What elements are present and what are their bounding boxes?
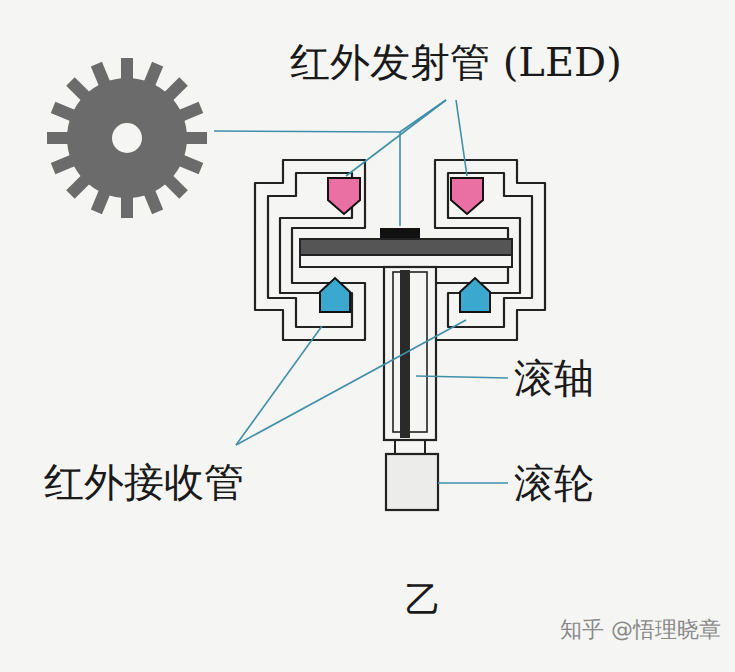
part-label: 滚轮	[514, 461, 594, 505]
led-left	[328, 178, 360, 214]
gear-hole	[112, 123, 142, 153]
roller	[386, 454, 438, 510]
leader-line	[236, 320, 466, 445]
receiver-left	[320, 278, 350, 312]
shaft-foot	[395, 440, 425, 454]
receiver-right	[460, 278, 490, 312]
figure-caption: 乙	[405, 580, 441, 620]
disk-base	[300, 255, 512, 267]
gear-body	[67, 78, 187, 198]
leader-line	[416, 376, 508, 378]
grating-disk	[300, 239, 512, 255]
part-label: 红外发射管 (LED)	[290, 40, 622, 84]
leader-line	[399, 132, 401, 226]
leader-line	[456, 100, 467, 176]
led-right	[451, 178, 483, 214]
shaft-housing	[384, 267, 436, 440]
grating-wheel	[47, 58, 207, 218]
part-label: 红外接收管	[44, 460, 244, 504]
leader-line	[236, 326, 322, 445]
leader-line	[346, 100, 446, 176]
leader-line	[214, 131, 400, 132]
part-label: 滚轴	[514, 356, 594, 400]
watermark: 知乎 @悟理晓章	[560, 618, 721, 642]
leader-line	[438, 482, 508, 484]
